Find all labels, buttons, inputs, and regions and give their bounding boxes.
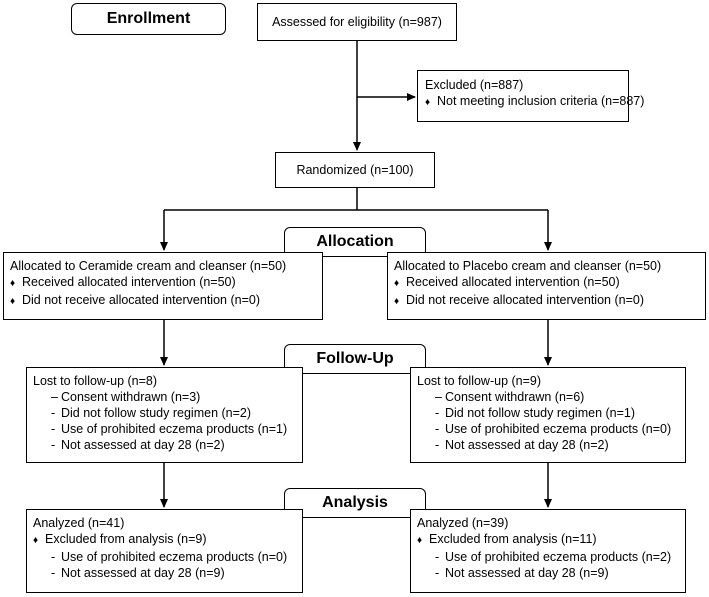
analysis-right-title: Analyzed (n=39) bbox=[417, 516, 509, 530]
analysis-left-item: -Not assessed at day 28 (n=9) bbox=[51, 566, 225, 580]
randomized-box: Randomized (n=100) bbox=[275, 152, 435, 188]
followup-right-title: Lost to follow-up (n=9) bbox=[417, 374, 542, 388]
followup-right-item: -Did not follow study regimen (n=1) bbox=[435, 406, 636, 420]
excluded-title: Excluded (n=887) bbox=[425, 78, 524, 92]
bullet-icon: ♦ bbox=[10, 296, 16, 307]
dash-icon: - bbox=[51, 422, 56, 436]
allocation-right-box: Allocated to Placebo cream and cleanser … bbox=[387, 252, 706, 320]
followup-left-item: -Not assessed at day 28 (n=2) bbox=[51, 438, 225, 452]
followup-left-item: –Consent withdrawn (n=3) bbox=[51, 390, 201, 404]
followup-left-title: Lost to follow-up (n=8) bbox=[33, 374, 158, 388]
followup-right-item: -Not assessed at day 28 (n=2) bbox=[435, 438, 609, 452]
bullet-icon: ♦ bbox=[10, 278, 16, 289]
dash-icon: - bbox=[435, 406, 440, 420]
bullet-icon: ♦ bbox=[33, 535, 39, 546]
allocation-right-item: ♦Did not receive allocated intervention … bbox=[394, 292, 699, 310]
excluded-box: Excluded (n=887) ♦Not meeting inclusion … bbox=[417, 70, 644, 122]
analysis-right-item: -Not assessed at day 28 (n=9) bbox=[435, 566, 609, 580]
allocation-left-item: ♦Did not receive allocated intervention … bbox=[10, 292, 316, 310]
followup-right-box: Lost to follow-up (n=9) –Consent withdra… bbox=[410, 367, 686, 463]
analysis-left-title: Analyzed (n=41) bbox=[33, 516, 125, 530]
analysis-left-box: Analyzed (n=41) ♦Excluded from analysis … bbox=[26, 509, 303, 593]
enrollment-stage-label: Enrollment bbox=[71, 3, 226, 35]
dash-icon: - bbox=[51, 550, 56, 564]
excluded-item: ♦Not meeting inclusion criteria (n=887) bbox=[425, 93, 644, 111]
followup-right-item: -Use of prohibited eczema products (n=0) bbox=[435, 422, 672, 436]
analysis-stage-label: Analysis bbox=[284, 488, 426, 518]
dash-icon: - bbox=[435, 438, 440, 452]
analysis-left-excluded: ♦Excluded from analysis (n=9) bbox=[33, 531, 296, 549]
followup-left-item: -Use of prohibited eczema products (n=1) bbox=[51, 422, 288, 436]
allocation-left-title: Allocated to Ceramide cream and cleanser… bbox=[10, 259, 287, 273]
allocation-left-item: ♦Received allocated intervention (n=50) bbox=[10, 274, 316, 292]
allocation-right-title: Allocated to Placebo cream and cleanser … bbox=[394, 259, 662, 273]
dash-icon: - bbox=[435, 422, 440, 436]
dash-icon: - bbox=[51, 566, 56, 580]
analysis-left-item: -Use of prohibited eczema products (n=0) bbox=[51, 550, 288, 564]
allocation-right-item: ♦Received allocated intervention (n=50) bbox=[394, 274, 699, 292]
analysis-right-box: Analyzed (n=39) ♦Excluded from analysis … bbox=[410, 509, 686, 593]
analysis-right-excluded: ♦Excluded from analysis (n=11) bbox=[417, 531, 679, 549]
analysis-right-item: -Use of prohibited eczema products (n=2) bbox=[435, 550, 672, 564]
bullet-icon: ♦ bbox=[425, 97, 431, 108]
dash-icon: - bbox=[51, 438, 56, 452]
bullet-icon: ♦ bbox=[394, 278, 400, 289]
assessed-box: Assessed for eligibility (n=987) bbox=[257, 3, 457, 41]
bullet-icon: ♦ bbox=[394, 296, 400, 307]
followup-stage-label: Follow-Up bbox=[284, 344, 426, 374]
dash-icon: - bbox=[435, 566, 440, 580]
bullet-icon: ♦ bbox=[417, 535, 423, 546]
dash-icon: - bbox=[51, 406, 56, 420]
followup-left-box: Lost to follow-up (n=8) –Consent withdra… bbox=[26, 367, 303, 463]
dash-icon: – bbox=[51, 390, 58, 404]
followup-left-item: -Did not follow study regimen (n=2) bbox=[51, 406, 252, 420]
dash-icon: - bbox=[435, 550, 440, 564]
dash-icon: – bbox=[435, 390, 442, 404]
allocation-left-box: Allocated to Ceramide cream and cleanser… bbox=[3, 252, 323, 320]
followup-right-item: –Consent withdrawn (n=6) bbox=[435, 390, 585, 404]
